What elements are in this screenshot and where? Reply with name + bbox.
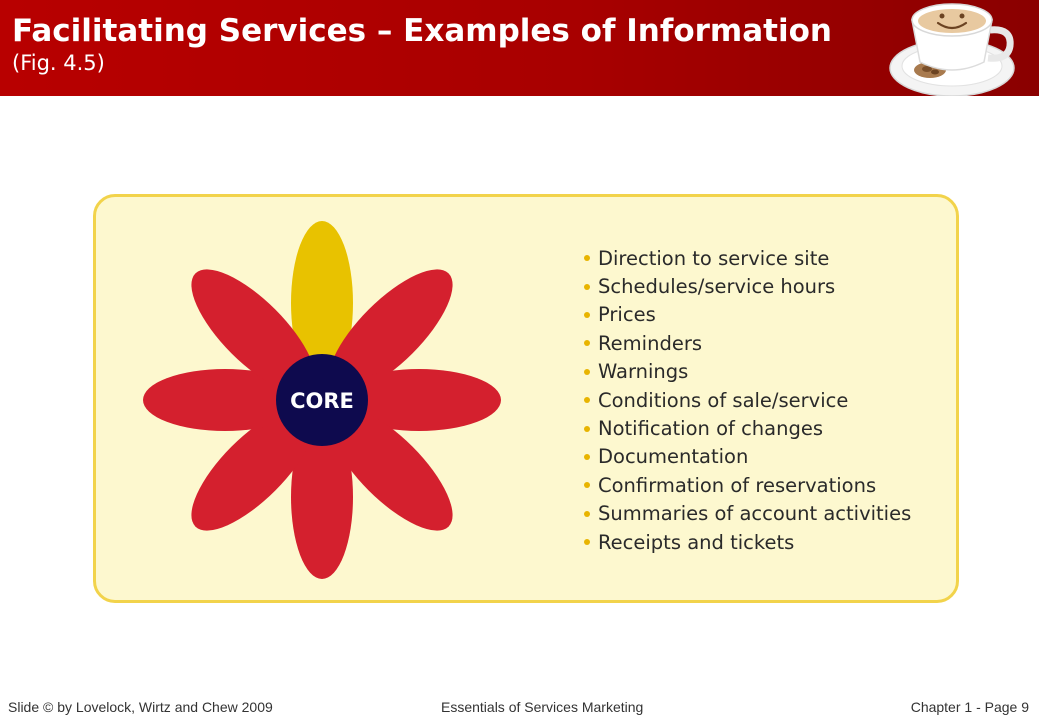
list-item-label: Confirmation of reservations xyxy=(598,473,877,497)
list-item-label: Direction to service site xyxy=(598,246,830,270)
petal xyxy=(191,269,316,394)
list-item: Direction to service site xyxy=(584,244,911,272)
bullet-icon xyxy=(584,539,590,546)
list-item-label: Reminders xyxy=(598,331,702,355)
petal xyxy=(191,406,316,531)
list-item: Notification of changes xyxy=(584,414,911,442)
bullet-icon xyxy=(584,340,590,347)
bullet-icon xyxy=(584,510,590,517)
list-item-label: Documentation xyxy=(598,445,749,469)
bullet-icon xyxy=(584,283,590,290)
bullet-icon xyxy=(584,311,590,318)
list-item-label: Conditions of sale/service xyxy=(598,388,849,412)
list-item: Confirmation of reservations xyxy=(584,471,911,499)
list-item: Warnings xyxy=(584,358,911,386)
petal xyxy=(328,406,453,531)
core-label: CORE xyxy=(290,389,354,413)
footer-copyright: Slide © by Lovelock, Wirtz and Chew 2009 xyxy=(8,699,273,715)
slide-subtitle: (Fig. 4.5) xyxy=(12,51,105,75)
slide-title: Facilitating Services – Examples of Info… xyxy=(12,13,832,49)
list-item: Summaries of account activities xyxy=(584,500,911,528)
footer-course: Essentials of Services Marketing xyxy=(441,699,644,715)
coffee-cup-icon xyxy=(889,3,1015,96)
petal xyxy=(143,369,307,431)
list-item-label: Summaries of account activities xyxy=(598,502,912,526)
list-item-label: Warnings xyxy=(598,360,689,384)
list-item: Reminders xyxy=(584,329,911,357)
bullet-icon xyxy=(584,482,590,489)
petal-information xyxy=(291,221,353,385)
list-item-label: Prices xyxy=(598,303,656,327)
list-item: Documentation xyxy=(584,443,911,471)
list-item: Prices xyxy=(584,301,911,329)
footer-page: Chapter 1 - Page 9 xyxy=(910,699,1029,715)
flower-diagram: CORE xyxy=(143,221,501,579)
bullet-icon xyxy=(584,453,590,460)
list-item-label: Receipts and tickets xyxy=(598,530,795,554)
list-item: Receipts and tickets xyxy=(584,528,911,556)
bullet-icon xyxy=(584,368,590,375)
list-item: Schedules/service hours xyxy=(584,272,911,300)
bullet-icon xyxy=(584,425,590,432)
list-item: Conditions of sale/service xyxy=(584,386,911,414)
bullet-icon xyxy=(584,397,590,404)
bullet-icon xyxy=(584,255,590,262)
petal xyxy=(337,369,501,431)
list-item-label: Notification of changes xyxy=(598,417,824,441)
petal xyxy=(291,415,353,579)
list-item-label: Schedules/service hours xyxy=(598,275,836,299)
slide-header: Facilitating Services – Examples of Info… xyxy=(0,0,1039,96)
core-circle xyxy=(276,354,368,446)
petal xyxy=(328,269,453,394)
